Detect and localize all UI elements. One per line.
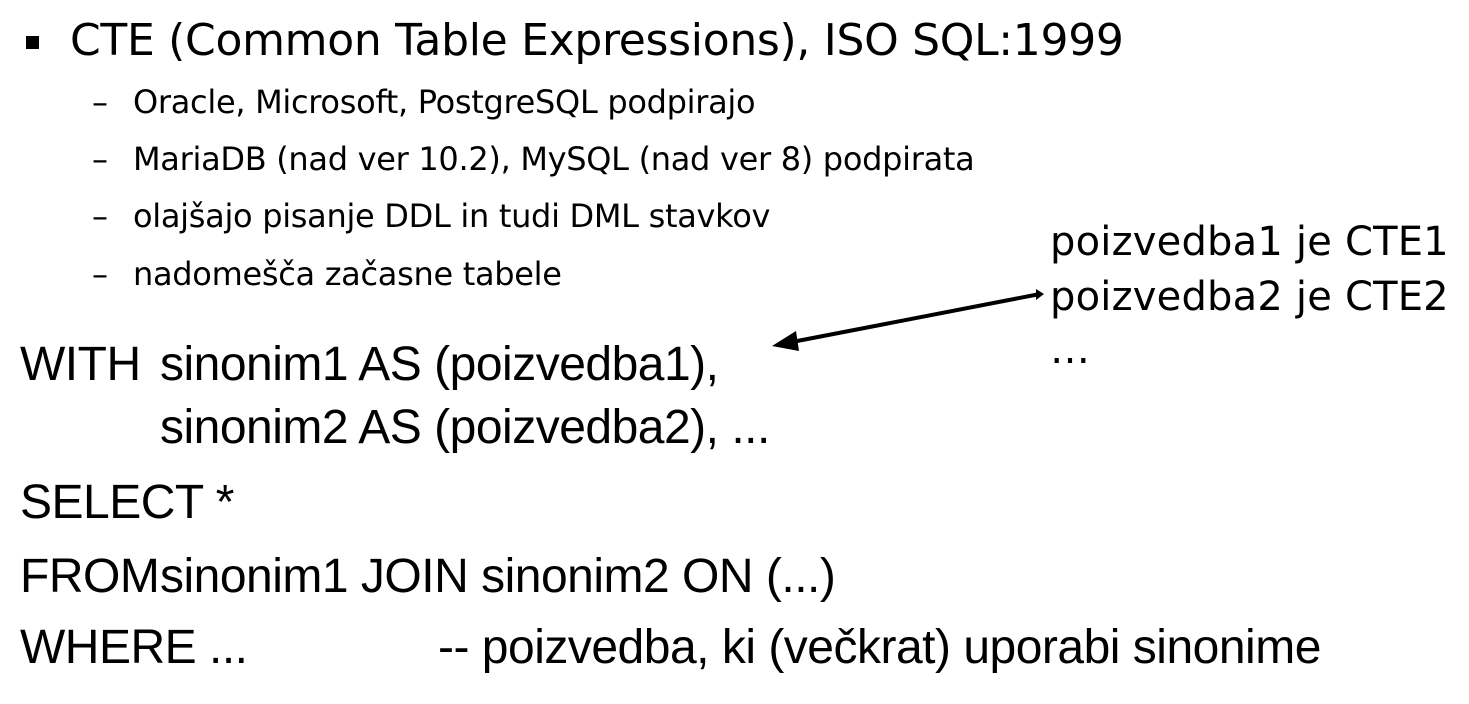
code-from-keyword: FROM (20, 550, 160, 603)
sub-item-ddl-dml: olajšajo pisanje DDL in tudi DML stavkov (133, 197, 771, 235)
dash-bullet-icon: – (92, 255, 108, 293)
square-bullet-icon (26, 36, 39, 49)
sub-item-support-mariadb: MariaDB (nad ver 10.2), MySQL (nad ver 8… (133, 140, 975, 178)
code-with-line2: sinonim2 AS (poizvedba2), ... (160, 401, 770, 454)
code-where-keyword: WHERE ... (20, 621, 248, 674)
dash-bullet-icon: – (92, 140, 108, 178)
heading-text: CTE (Common Table Expressions), ISO SQL:… (70, 15, 1124, 66)
sub-item-temp-tables: nadomešča začasne tabele (133, 255, 562, 293)
sub-item-support-oracle: Oracle, Microsoft, PostgreSQL podpirajo (133, 83, 756, 121)
annotation-ellipsis: … (1050, 327, 1091, 373)
code-with-keyword: WITH (20, 338, 141, 391)
dash-bullet-icon: – (92, 197, 108, 235)
annotation-line-cte1: poizvedba1 je CTE1 (1050, 219, 1449, 265)
annotation-line-cte2: poizvedba2 je CTE2 (1050, 274, 1449, 320)
code-select-line: SELECT * (20, 476, 234, 529)
code-from-clause: sinonim1 JOIN sinonim2 ON (...) (160, 550, 836, 603)
code-with-line1: sinonim1 AS (poizvedba1), (160, 338, 719, 391)
code-where-comment: -- poizvedba, ki (večkrat) uporabi sinon… (438, 621, 1321, 674)
dash-bullet-icon: – (92, 83, 108, 121)
